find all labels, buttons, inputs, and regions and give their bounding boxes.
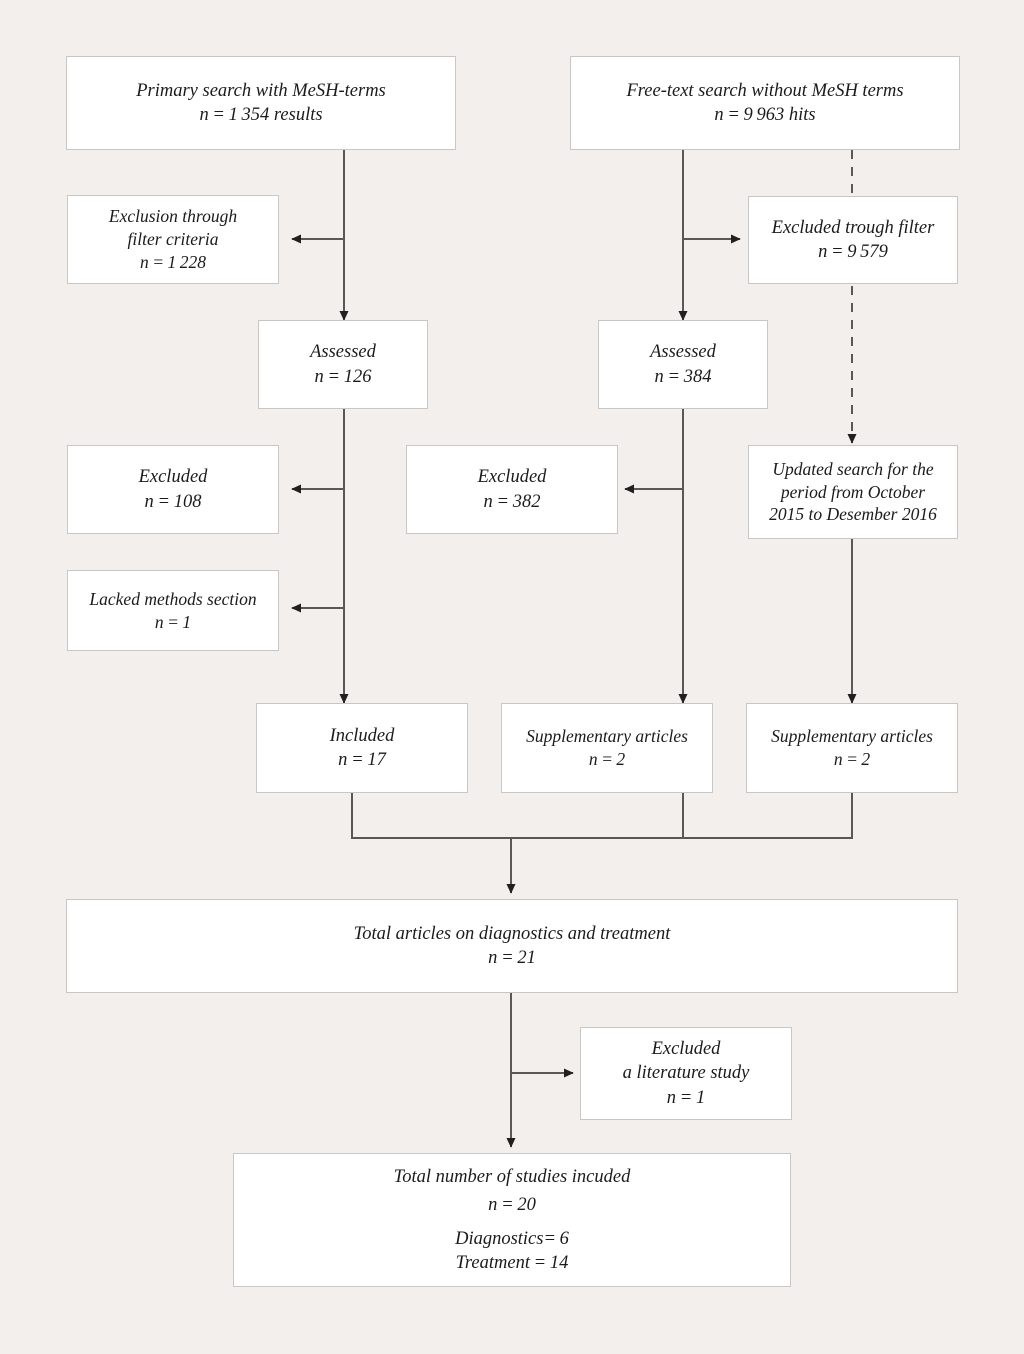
node-line: Excluded: [138, 467, 208, 488]
node-line: a literature study: [622, 1063, 750, 1084]
node-included: Included n = 17: [256, 703, 468, 793]
node-line: n = 382: [483, 491, 541, 512]
edge-merge-bus: [351, 793, 853, 839]
node-line: Included: [329, 725, 395, 746]
node-line: n = 1 354 results: [199, 105, 323, 125]
node-line: n = 21: [488, 948, 536, 968]
node-line: Lacked methods section: [89, 588, 257, 609]
node-line: n = 17: [338, 750, 386, 770]
node-line: 2015 to Desember 2016: [769, 504, 937, 525]
node-line: n = 2: [833, 749, 871, 769]
node-line: Total articles on diagnostics and treatm…: [353, 923, 671, 944]
node-line: Total number of studies incuded: [393, 1166, 631, 1187]
node-line: n = 108: [144, 491, 202, 512]
node-line: Supplementary articles: [771, 726, 933, 747]
node-line: n = 126: [314, 366, 372, 387]
node-line: Excluded: [651, 1039, 721, 1060]
node-total-articles: Total articles on diagnostics and treatm…: [66, 899, 958, 993]
node-supplementary-articles-mid: Supplementary articles n = 2: [501, 703, 713, 793]
node-line: n = 20: [488, 1194, 536, 1215]
node-line: Exclusion through: [108, 206, 238, 227]
node-line: n = 1: [666, 1087, 706, 1108]
node-line: n = 384: [654, 366, 712, 387]
node-line: Free-text search without MeSH terms: [626, 80, 904, 101]
node-line: n = 1: [154, 611, 192, 632]
node-line: n = 2: [588, 749, 626, 769]
node-exclusion-filter-criteria: Exclusion through filter criteria n = 1 …: [67, 195, 279, 284]
node-excluded-literature-study: Excluded a literature study n = 1: [580, 1027, 792, 1120]
node-supplementary-articles-right: Supplementary articles n = 2: [746, 703, 958, 793]
node-updated-search: Updated search for the period from Octob…: [748, 445, 958, 539]
node-line: Assessed: [310, 342, 376, 363]
node-line: Primary search with MeSH-terms: [136, 80, 386, 101]
node-line: n = 9 963 hits: [714, 105, 816, 125]
node-line: Supplementary articles: [526, 726, 688, 747]
node-assessed-mid: Assessed n = 384: [598, 320, 768, 409]
node-line: Diagnostics= 6: [455, 1229, 569, 1249]
node-freetext-search: Free-text search without MeSH terms n = …: [570, 56, 960, 150]
node-total-studies-included: Total number of studies incuded n = 20 D…: [233, 1153, 791, 1287]
node-primary-search: Primary search with MeSH-terms n = 1 354…: [66, 56, 456, 150]
node-excluded-mid: Excluded n = 382: [406, 445, 618, 534]
node-excluded-left: Excluded n = 108: [67, 445, 279, 534]
node-line: n = 1 228: [139, 251, 207, 272]
node-excluded-trough-filter: Excluded trough filter n = 9 579: [748, 196, 958, 284]
node-line: period from October: [780, 481, 926, 502]
node-line: Updated search for the: [772, 458, 934, 479]
node-line: Excluded: [477, 467, 547, 488]
node-line: n = 9 579: [818, 242, 888, 262]
node-lacked-methods-section: Lacked methods section n = 1: [67, 570, 279, 651]
node-line: Excluded trough filter: [771, 217, 935, 238]
node-line: Assessed: [650, 342, 716, 363]
node-assessed-left: Assessed n = 126: [258, 320, 428, 409]
node-line: Treatment = 14: [455, 1253, 569, 1274]
node-line: filter criteria: [127, 229, 219, 250]
